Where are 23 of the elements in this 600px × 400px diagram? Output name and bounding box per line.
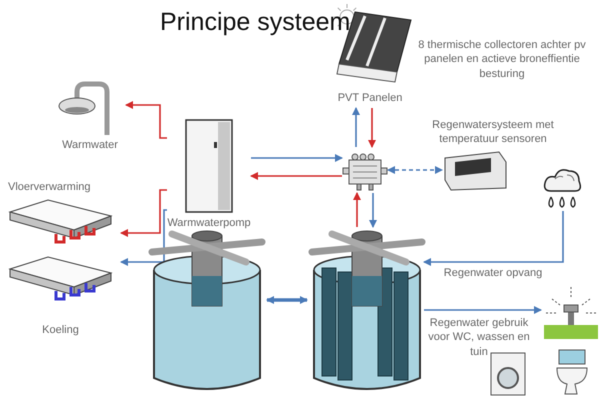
double-arrow — [266, 296, 308, 304]
node-label: Warmwater — [61, 138, 119, 152]
flow-arrow — [352, 107, 360, 147]
title: Principe systeem — [160, 8, 350, 37]
flow-arrow — [120, 209, 167, 266]
node-label: 8 thermische collectoren achter pv panelen en actieve broneffientie besturing — [417, 38, 587, 81]
flow-arrow — [120, 189, 167, 237]
flow-arrow — [125, 101, 167, 139]
flow-arrow — [369, 193, 377, 228]
node-label: PVT Panelen — [336, 91, 404, 106]
node-label: Warmwaterpomp — [166, 216, 252, 230]
edge-label: Regenwater gebruik voor WC, wassen en tuin — [427, 316, 531, 359]
flow-arrow — [353, 192, 361, 227]
double-arrow — [387, 166, 443, 174]
node-label: Vloerverwarming — [8, 180, 92, 194]
flow-arrow — [424, 306, 542, 314]
edge-label: Regenwater opvang — [442, 266, 544, 280]
node-label: Regenwatersysteem met temperatuur sensoren — [431, 118, 555, 147]
flow-arrow — [250, 172, 342, 180]
flow-arrow — [368, 108, 376, 148]
flow-arrow — [423, 211, 564, 266]
flow-arrow — [251, 154, 343, 162]
node-label: Koeling — [41, 323, 80, 338]
